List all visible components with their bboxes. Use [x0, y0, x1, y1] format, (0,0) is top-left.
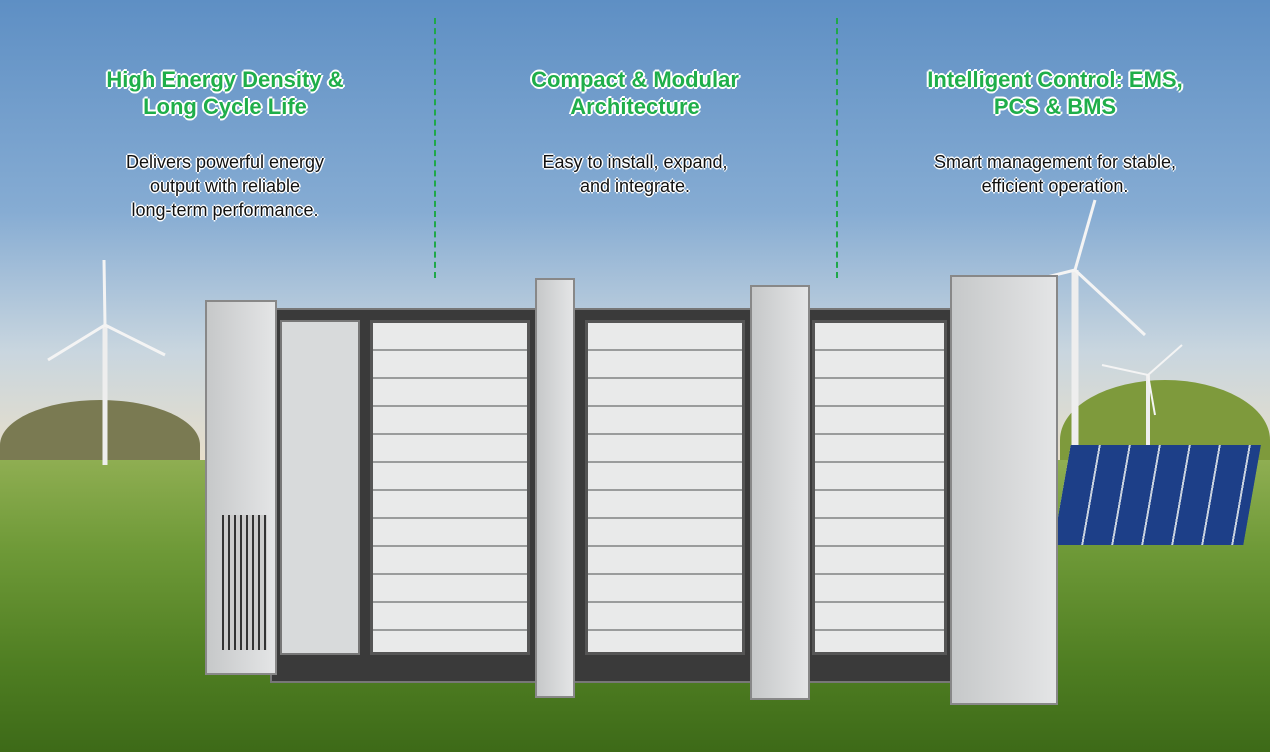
desc-line: long-term performance.	[131, 200, 319, 220]
battery-rack	[585, 320, 745, 655]
title-line: Compact & Modular	[531, 67, 739, 92]
desc-line: Easy to install, expand,	[542, 152, 728, 172]
feature-description: Easy to install, expand, and integrate.	[455, 150, 815, 198]
battery-rack	[370, 320, 530, 655]
wind-turbine-icon	[1101, 344, 1183, 450]
control-compartment	[280, 320, 360, 655]
feature-title: Intelligent Control: EMS,PCS & BMS	[875, 66, 1235, 120]
feature-description: Smart management for stable, efficient op…	[875, 150, 1235, 198]
cabinet-door	[750, 285, 810, 700]
title-line: Architecture	[570, 94, 700, 119]
cabinet-door	[535, 278, 575, 698]
battery-rack	[812, 320, 947, 655]
feature-title: High Energy Density &Long Cycle Life	[45, 66, 405, 120]
title-line: High Energy Density &	[106, 67, 344, 92]
desc-line: output with reliable	[149, 176, 301, 196]
cabinet-door	[950, 275, 1058, 705]
solar-panel-array	[1053, 445, 1261, 545]
desc-line: and integrate.	[579, 176, 691, 196]
title-line: Long Cycle Life	[143, 94, 307, 119]
feature-intelligent-control: Intelligent Control: EMS,PCS & BMS Smart…	[875, 66, 1235, 198]
desc-line: efficient operation.	[981, 176, 1129, 196]
title-line: PCS & BMS	[993, 94, 1117, 119]
wind-turbine-icon	[47, 259, 166, 465]
feature-energy-density: High Energy Density &Long Cycle Life Del…	[45, 66, 405, 222]
section-divider	[434, 18, 436, 278]
title-line: Intelligent Control: EMS,	[927, 67, 1183, 92]
feature-description: Delivers powerful energy output with reli…	[45, 150, 405, 222]
vent-grille	[222, 515, 267, 650]
desc-line: Smart management for stable,	[933, 152, 1177, 172]
desc-line: Delivers powerful energy	[125, 152, 325, 172]
section-divider	[836, 18, 838, 278]
